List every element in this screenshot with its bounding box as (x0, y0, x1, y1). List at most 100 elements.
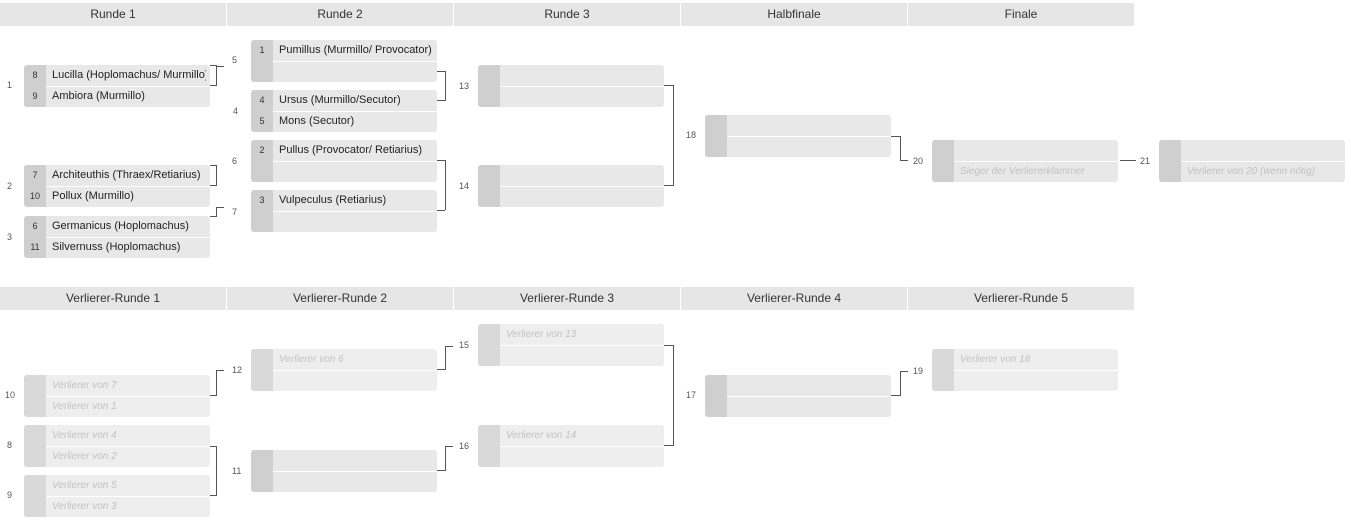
match-9[interactable]: Verlierer von 5 Verlierer von 3 (24, 475, 210, 517)
team-slot[interactable]: Verlierer von 18 (932, 349, 1118, 371)
connector (900, 160, 908, 161)
connector (673, 345, 674, 446)
match-19[interactable]: Verlierer von 18 (932, 349, 1118, 391)
placeholder-text: Verlierer von 7 (52, 380, 117, 391)
match-10[interactable]: Verlierer von 7 Verlierer von 1 (24, 375, 210, 417)
match-12[interactable]: Verlierer von 6 (251, 349, 437, 391)
placeholder-text: Verlierer von 1 (52, 401, 117, 412)
placeholder-text: Verlierer von 5 (52, 480, 117, 491)
team-slot[interactable] (478, 165, 664, 187)
team-slot[interactable] (478, 446, 664, 467)
team-slot[interactable] (251, 471, 437, 492)
team-slot[interactable] (251, 61, 437, 82)
team-slot[interactable]: Verlierer von 4 (24, 425, 210, 447)
match-20[interactable]: Sieger der Verliererklammer (932, 140, 1118, 182)
team-slot[interactable] (478, 345, 664, 366)
connector (216, 165, 217, 186)
match-13[interactable] (478, 65, 664, 107)
seed-badge: 7 (24, 165, 46, 186)
team-slot[interactable]: Verlierer von 14 (478, 425, 664, 447)
seed-badge (24, 425, 46, 446)
team-slot[interactable] (251, 211, 437, 232)
seed-badge: 2 (251, 140, 273, 161)
seed-badge (251, 471, 273, 492)
team-slot[interactable]: Verlierer von 5 (24, 475, 210, 497)
match-18[interactable] (705, 115, 891, 157)
team-slot[interactable] (705, 396, 891, 417)
team-slot[interactable] (705, 115, 891, 137)
team-slot[interactable] (478, 65, 664, 87)
connector (216, 370, 217, 396)
match-14[interactable] (478, 165, 664, 207)
team-name: Ambiora (Murmillo) (52, 90, 145, 102)
team-slot[interactable]: Verlierer von 20 (wenn nötig) (1159, 161, 1345, 182)
team-slot[interactable] (251, 450, 437, 472)
seed-badge (24, 446, 46, 467)
match-number: 19 (913, 366, 924, 376)
team-slot[interactable]: Verlierer von 3 (24, 496, 210, 517)
team-slot[interactable]: Verlierer von 6 (251, 349, 437, 371)
seed-badge: 3 (251, 190, 273, 211)
team-slot[interactable] (251, 161, 437, 182)
team-slot[interactable] (251, 370, 437, 391)
connector (437, 100, 445, 101)
team-slot[interactable] (705, 375, 891, 397)
match-11[interactable] (251, 450, 437, 492)
connector (216, 207, 217, 217)
team-slot[interactable]: Verlierer von 2 (24, 446, 210, 467)
team-slot[interactable]: Verlierer von 1 (24, 396, 210, 417)
match-15[interactable]: Verlierer von 13 (478, 324, 664, 366)
header-runde-3: Runde 3 (454, 3, 681, 26)
team-slot[interactable] (478, 86, 664, 107)
team-slot[interactable] (1159, 140, 1345, 162)
team-slot[interactable]: Sieger der Verliererklammer (932, 161, 1118, 182)
seed-badge (478, 86, 500, 107)
placeholder-text: Verlierer von 6 (279, 354, 344, 365)
match-number: 9 (7, 490, 13, 500)
team-name: Lucilla (Hoplomachus/ Murmillo) (52, 69, 206, 81)
team-slot[interactable]: 8 Lucilla (Hoplomachus/ Murmillo) (24, 65, 210, 87)
team-slot[interactable]: Verlierer von 13 (478, 324, 664, 346)
team-slot[interactable] (932, 140, 1118, 162)
connector (664, 185, 674, 186)
seed-badge (478, 345, 500, 366)
match-8[interactable]: Verlierer von 4 Verlierer von 2 (24, 425, 210, 467)
match-16[interactable]: Verlierer von 14 (478, 425, 664, 467)
seed-badge (251, 450, 273, 471)
seed-badge (932, 161, 954, 182)
match-17[interactable] (705, 375, 891, 417)
connector (210, 495, 216, 496)
team-slot[interactable] (705, 136, 891, 157)
seed-badge: 8 (24, 65, 46, 86)
team-name (279, 161, 433, 182)
team-slot[interactable] (932, 370, 1118, 391)
connector (445, 346, 446, 370)
match-number: 11 (232, 466, 242, 476)
header-runde-2: Runde 2 (227, 3, 454, 26)
team-name (506, 65, 660, 86)
match-number: 14 (459, 181, 470, 191)
header-runde-1: Runde 1 (0, 3, 227, 26)
team-slot[interactable]: Verlierer von 7 (24, 375, 210, 397)
seed-badge (251, 349, 273, 370)
team-slot[interactable] (478, 186, 664, 207)
match-21[interactable]: Verlierer von 20 (wenn nötig) (1159, 140, 1345, 182)
seed-badge (478, 446, 500, 467)
